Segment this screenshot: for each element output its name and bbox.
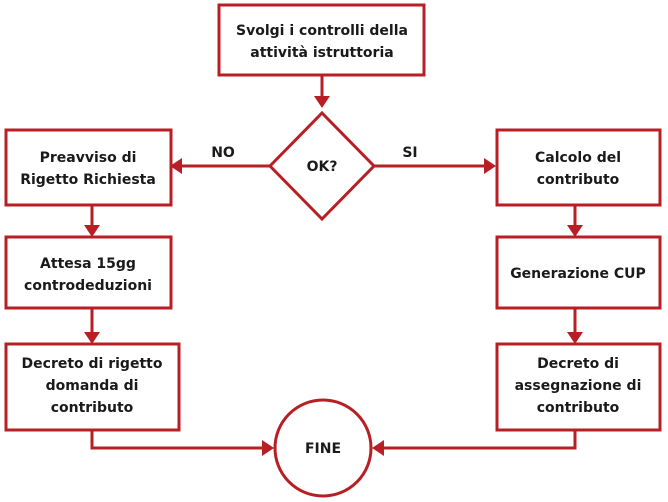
connector-decreto-rigetto-to-fine <box>90 430 262 450</box>
node-preavviso: Preavviso di Rigetto Richiesta <box>4 128 173 207</box>
node-start-line1: Svolgi i controlli della <box>236 23 408 39</box>
node-start-line2: attività istruttoria <box>250 45 393 61</box>
node-attesa-line1: Attesa 15gg <box>40 256 136 272</box>
node-decision: OK? <box>267 110 377 222</box>
arrowhead-attesa-to-decreto-rigetto <box>84 332 100 344</box>
node-decreto-rigetto-box <box>4 342 181 432</box>
connectors <box>84 75 583 456</box>
node-decreto-rigetto-line1: Decreto di rigetto <box>22 356 163 372</box>
node-generazione-box <box>495 235 662 310</box>
node-attesa-line2: controdeduzioni <box>24 278 152 294</box>
node-calcolo: Calcolo del contributo <box>495 128 662 207</box>
node-attesa-box <box>4 235 173 310</box>
node-decreto-assegnazione: Decreto di assegnazione di contributo <box>495 342 662 432</box>
node-decreto-rigetto-line3: contributo <box>51 400 134 416</box>
node-decreto-assegnazione-box <box>495 342 662 432</box>
node-calcolo-box <box>495 128 662 207</box>
node-calcolo-line2: contributo <box>537 172 620 188</box>
edge-label-si: SI <box>402 145 417 161</box>
node-calcolo-line1: Calcolo del <box>535 150 621 166</box>
arrowhead-generazione-to-decreto-assegnazione <box>567 332 583 344</box>
node-decreto-rigetto-line2: domanda di <box>46 378 139 394</box>
node-start-box <box>217 3 426 77</box>
node-fine-circle <box>273 398 373 498</box>
node-fine-label: FINE <box>305 441 341 457</box>
arrowhead-decreto-rigetto-to-fine <box>262 440 274 456</box>
node-generazione: Generazione CUP <box>495 235 662 310</box>
arrowhead-preavviso-to-attesa <box>84 225 100 237</box>
node-start: Svolgi i controlli della attività istrut… <box>217 3 426 77</box>
arrowhead-decision-to-calcolo <box>484 158 496 174</box>
edge-label-no: NO <box>211 145 235 161</box>
node-preavviso-box <box>4 128 173 207</box>
connector-decreto-assegnazione-to-fine <box>384 430 577 450</box>
arrowhead-decreto-assegnazione-to-fine <box>372 440 384 456</box>
node-decreto-assegnazione-line3: contributo <box>537 400 620 416</box>
node-decision-label: OK? <box>307 159 338 175</box>
node-preavviso-line2: Rigetto Richiesta <box>20 172 156 188</box>
node-attesa: Attesa 15gg controdeduzioni <box>4 235 173 310</box>
node-generazione-label: Generazione CUP <box>510 266 646 282</box>
node-preavviso-line1: Preavviso di <box>40 150 137 166</box>
node-decreto-assegnazione-line2: assegnazione di <box>515 378 642 394</box>
arrowhead-calcolo-to-generazione <box>567 225 583 237</box>
node-fine: FINE <box>273 398 373 498</box>
arrowhead-decision-to-preavviso <box>170 158 182 174</box>
arrowhead-start-to-decision <box>314 96 330 108</box>
node-decreto-assegnazione-line1: Decreto di <box>537 356 619 372</box>
node-decision-diamond <box>267 110 377 222</box>
node-decreto-rigetto: Decreto di rigetto domanda di contributo <box>4 342 181 432</box>
